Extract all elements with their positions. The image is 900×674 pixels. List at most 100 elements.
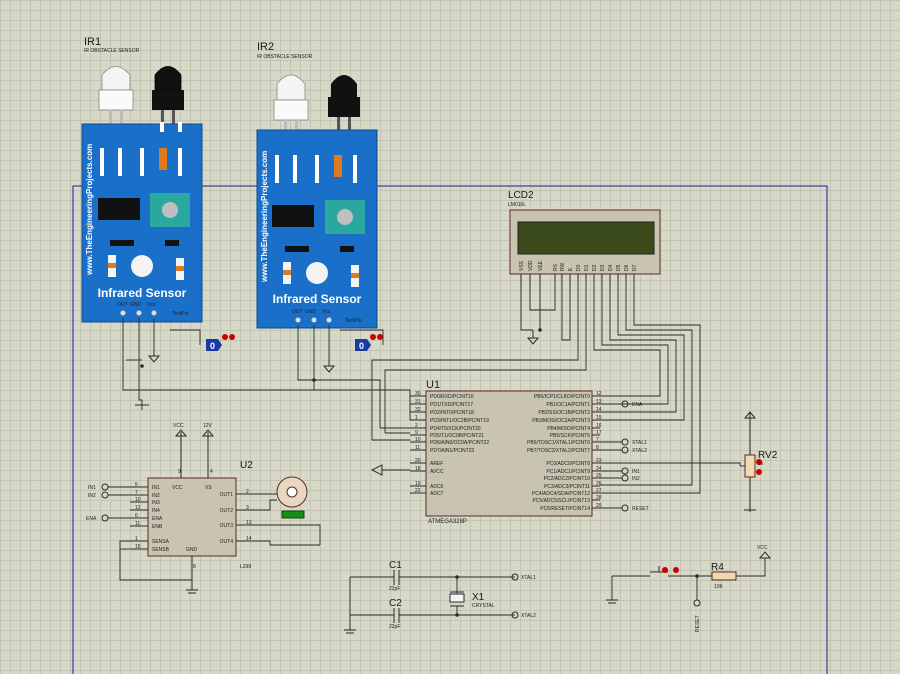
ir2-logic-state[interactable]: 0: [355, 334, 383, 351]
mcu-pinnum-26: 26: [596, 481, 602, 487]
mcu-pinnum-20: 20: [415, 458, 421, 464]
driver-pinnum-11: 11: [135, 521, 140, 527]
driver-pinnum-5: 5: [135, 482, 138, 488]
mcu-pin-24: PC1/ADC1/PCINT9: [546, 469, 590, 475]
terminal-connector-icon[interactable]: [621, 438, 629, 446]
ground-symbol-icon: [186, 589, 198, 594]
crystal-oscillator-circuit[interactable]: C1 22pF C2 22pF X1 CRYSTAL XTAL1 XTAL2: [344, 560, 536, 634]
mcu-pin-31: PD1/TXD/PCINT17: [430, 402, 473, 408]
ir-wiring: [122, 318, 411, 428]
terminal-connector-icon[interactable]: [621, 474, 629, 482]
ir1-logic-value: 0: [210, 341, 215, 351]
ir2-ic-chip: [272, 205, 314, 227]
terminal-connector-icon[interactable]: [621, 467, 629, 475]
driver-pin-in3: IN3: [152, 500, 160, 506]
ir-sensor-1[interactable]: IR1 IR OBSTACLE SENSOR: [81, 36, 203, 323]
terminal-connector-icon[interactable]: [621, 504, 629, 512]
lcd-wiring: [371, 282, 701, 494]
lcd-pin-label-d3: D3: [600, 264, 606, 271]
mcu-pinnum-8: 8: [596, 445, 599, 451]
lcd-pin-label-d4: D4: [608, 264, 614, 271]
term-in1: IN1: [88, 485, 96, 491]
term-ena: ENA: [86, 516, 97, 522]
ir1-testpin: TestPin: [172, 311, 189, 317]
driver-pin-out2: OUT2: [220, 508, 234, 514]
mcu-pinnum-10: 10: [415, 437, 421, 443]
mcu-pin-2: PD4/T0/XCK/PCINT20: [430, 426, 481, 432]
driver-pinnum-7: 7: [135, 490, 138, 496]
driver-pinnum-10: 10: [135, 497, 141, 503]
dc-motor-icon[interactable]: [254, 476, 321, 546]
mcu-pinnum-32: 32: [415, 407, 421, 413]
driver-ref: U2: [240, 460, 253, 471]
terminal-connector-icon[interactable]: [621, 446, 629, 454]
mcu-pinnum-19: 19: [415, 481, 421, 487]
reset-circuit[interactable]: VCC R4 10K RESET: [606, 545, 772, 632]
driver-pin-vcc: VCC: [172, 485, 183, 491]
mcu-pin-1: PD3/INT1/OC2B/PCINT19: [430, 418, 489, 424]
lcd-type: LM016L: [508, 202, 526, 208]
potentiometer-rv2[interactable]: RV2 1k: [740, 411, 778, 512]
mcu-pin-9: PD5/T1/OC0B/PCINT21: [430, 433, 484, 439]
pot-wire: [600, 462, 741, 466]
ir2-ref: IR2: [257, 41, 274, 53]
term-ena_r: ENA: [632, 402, 643, 408]
power-vcc-label: VCC: [173, 423, 184, 429]
mcu-pin-22: ADC7: [430, 491, 444, 497]
driver-pin-enb: ENB: [152, 524, 163, 530]
junctions: [140, 328, 542, 382]
driver-pin-out3: OUT3: [220, 523, 234, 529]
term-xtal2-bottom: XTAL2: [521, 613, 536, 619]
mcu-pinnum-30: 30: [415, 391, 421, 397]
ir-sensor-2[interactable]: IR2 IR OBSTACLE SENSOR www.TheEngineerin…: [256, 41, 378, 329]
mcu-pinnum-25: 25: [596, 473, 602, 479]
ir2-pin-gnd: GND: [305, 309, 317, 315]
c1-ref: C1: [389, 560, 402, 571]
mcu-pinnum-23: 23: [596, 458, 602, 464]
lcd-screen: [517, 221, 655, 255]
lcd-pin-label-vss: VSS: [519, 260, 525, 271]
term-xtal1-bottom: XTAL1: [521, 575, 536, 581]
driver-pin-in4: IN4: [152, 508, 160, 514]
mcu-pinnum-9: 9: [415, 430, 418, 436]
mcu-pin-28: PC5/ADC5/SCL/PCINT13: [532, 498, 590, 504]
mcu-pin-10: PD6/AIN0/OC0A/PCINT22: [430, 440, 489, 446]
driver-pinnum-3: 3: [246, 505, 249, 511]
ir1-logic-state[interactable]: 0: [206, 334, 235, 351]
c1-value: 22pF: [389, 586, 400, 592]
mcu-pin-23: PC0/ADC0/PCINT8: [546, 461, 590, 467]
mcu-pin-17: PB5/SCK/PCINT5: [550, 433, 591, 439]
ir2-receiver-led-icon: [328, 75, 360, 131]
term-in2_r: IN2: [632, 476, 640, 482]
lcd-pin-label-vdd: VDD: [528, 260, 534, 271]
terminal-connector-icon[interactable]: [621, 400, 629, 408]
mcu-pin-7: PB6/TOSC1/XTAL1/PCINT6: [527, 440, 590, 446]
mcu-pin-18: AVCC: [430, 469, 444, 475]
reset-vcc-label: VCC: [757, 545, 768, 551]
lcd-pin-label-d0: D0: [576, 264, 582, 271]
lcd-pin-label-d5: D5: [616, 264, 622, 271]
mcu-pinnum-27: 27: [596, 488, 602, 494]
lcd-pin-label-rs: RS: [553, 263, 559, 271]
mcu-pin-12: PB0/ICP1/CLKO/PCINT0: [534, 394, 590, 400]
mcu-pinnum-17: 17: [596, 430, 602, 436]
mcu-pin-27: PC4/ADC4/SDA/PCINT12: [532, 491, 590, 497]
lcd-pin-label-rw: RW: [560, 262, 566, 271]
term-in2: IN2: [88, 493, 96, 499]
mcu-pin-26: PC3/ADC3/PCINT11: [544, 484, 590, 490]
driver-input-terminals: IN1 IN2 ENA: [86, 483, 192, 581]
mcu-pinnum-12: 12: [596, 391, 602, 397]
power-vcc-icon: VCC: [173, 423, 188, 437]
mcu-pinnum-2: 2: [415, 423, 418, 429]
mcu-pinnum-13: 13: [596, 399, 602, 405]
mcu-ref: U1: [426, 379, 440, 391]
mcu-pinnum-14: 14: [596, 407, 602, 413]
rv2-ref: RV2: [758, 450, 778, 461]
lcd-pin-label-d6: D6: [624, 264, 630, 271]
rv2-value: 1k: [758, 461, 764, 467]
driver-pin-ena: ENA: [152, 516, 163, 522]
